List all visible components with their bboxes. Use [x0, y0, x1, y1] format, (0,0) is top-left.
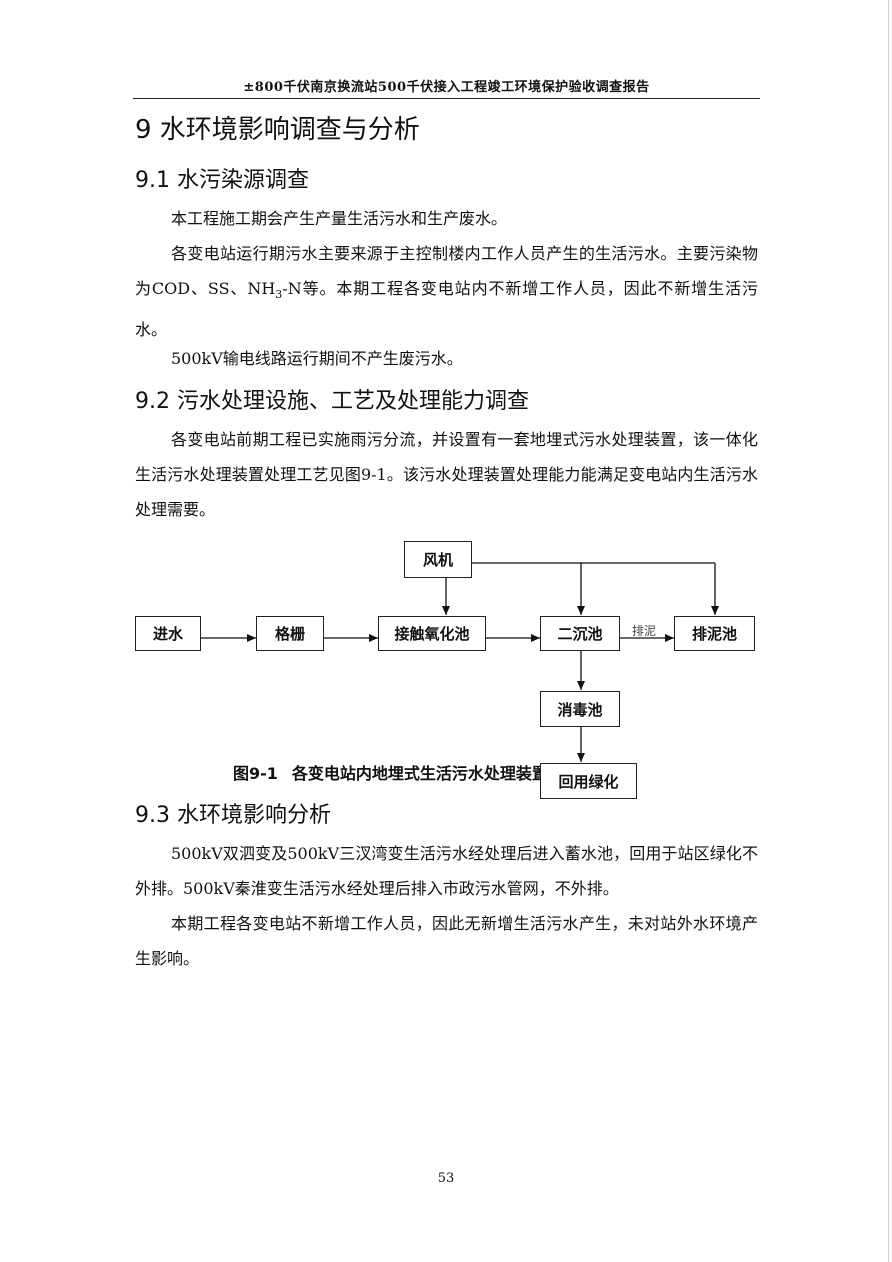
node-contact-oxidation: 接触氧化池 — [378, 616, 486, 651]
section-9-3-title: 9.3 水环境影响分析 — [135, 803, 331, 828]
section-9-2-paragraph-1: 各变电站前期工程已实施雨污分流，并设置有一套地埋式污水处理装置，该一体化生活污水… — [135, 430, 758, 519]
node-disinfection: 消毒池 — [540, 691, 620, 727]
running-header: ±800千伏南京换流站500千伏接入工程竣工环境保护验收调查报告 — [243, 80, 650, 95]
chapter-title: 9 水环境影响调查与分析 — [135, 115, 420, 145]
figure-caption: 图9-1 各变电站内地埋式生活污水处理装置处理工艺 — [233, 760, 612, 784]
section-9-3-paragraph-1: 500kV双泗变及500kV三汊湾变生活污水经处理后进入蓄水池，回用于站区绿化不… — [135, 844, 758, 898]
section-9-1-title: 9.1 水污染源调查 — [135, 168, 309, 193]
page-edge-line — [888, 0, 889, 1262]
node-screen: 格栅 — [256, 616, 324, 651]
node-fan: 风机 — [404, 541, 472, 578]
figure-caption-text: 各变电站内地埋式生活污水处理装置处理工艺 — [291, 764, 612, 783]
paragraph-2-text-a: 各变电站运行期污水主要来源于主控制楼内工作人员产生的生活污水。主要污染物为COD… — [135, 244, 758, 298]
paragraph-2-subscript: 3 — [275, 288, 283, 302]
paragraph-2-text-b: -N等。本期工程各变电站内不新增工作人员，因此不新增生活污水。 — [135, 279, 758, 340]
header-rule — [133, 98, 760, 99]
section-9-2-title: 9.2 污水处理设施、工艺及处理能力调查 — [135, 389, 529, 414]
section-9-3-paragraph-2: 本期工程各变电站不新增工作人员，因此无新增生活污水产生，未对站外水环境产生影响。 — [135, 914, 758, 968]
node-secondary-clarifier: 二沉池 — [540, 616, 620, 651]
node-inlet: 进水 — [135, 616, 201, 651]
page-number: 53 — [437, 1171, 455, 1186]
section-9-1-paragraph-3: 500kV输电线路运行期间不产生废污水。 — [171, 349, 463, 368]
section-9-1-paragraph-1: 本工程施工期会产生产量生活污水和生产废水。 — [171, 209, 508, 228]
node-sludge-tank: 排泥池 — [674, 616, 755, 651]
section-9-1-paragraph-2: 各变电站运行期污水主要来源于主控制楼内工作人员产生的生活污水。主要污染物为COD… — [135, 236, 758, 347]
node-reuse-greening: 回用绿化 — [540, 763, 637, 799]
edge-label-sludge: 排泥 — [632, 624, 657, 638]
figure-caption-number: 图9-1 — [233, 764, 278, 783]
